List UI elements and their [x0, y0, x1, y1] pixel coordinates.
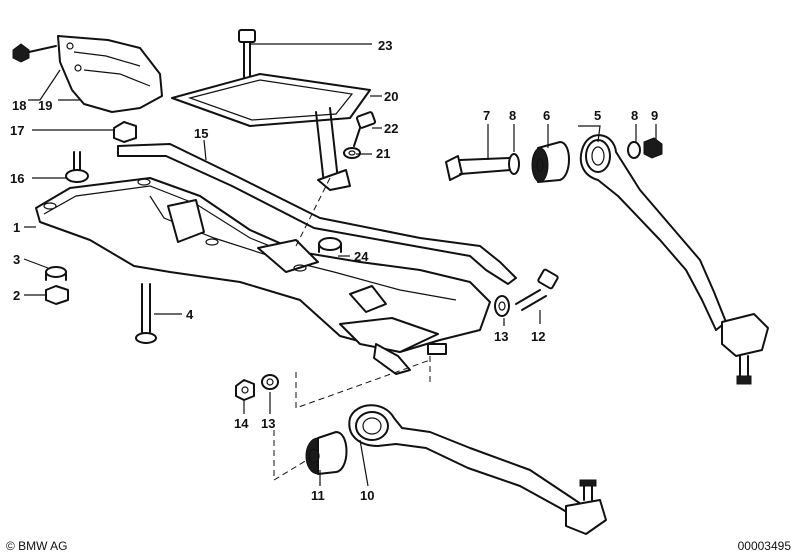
- brace-15: [117, 143, 517, 285]
- label-17: 17: [10, 123, 24, 138]
- assembly-line: [295, 177, 331, 247]
- washer-8a: [508, 153, 520, 175]
- label-11: 11: [311, 488, 325, 503]
- label-16: 16: [10, 171, 24, 186]
- label-10: 10: [360, 488, 374, 503]
- washer-13a: [494, 295, 510, 317]
- label-13b: 13: [261, 416, 275, 431]
- label-24: 24: [354, 249, 369, 264]
- nut-14: [235, 379, 255, 401]
- nut-17: [113, 121, 137, 143]
- cap-24: [318, 237, 342, 253]
- label-3: 3: [13, 252, 20, 267]
- label-14: 14: [234, 416, 249, 431]
- label-9: 9: [651, 108, 658, 123]
- label-21: 21: [376, 146, 390, 161]
- label-23: 23: [378, 38, 392, 53]
- washer-21: [343, 147, 361, 159]
- callout-labels: 18 19 23 20 22 21 17 15 16 1 3 2 4 24 13…: [10, 38, 658, 503]
- label-12: 12: [531, 329, 545, 344]
- bushing-6: [531, 141, 570, 183]
- label-8b: 8: [631, 108, 638, 123]
- crossmember-1: [35, 177, 491, 375]
- label-18: 18: [12, 98, 26, 113]
- label-7: 7: [483, 108, 490, 123]
- leader-lines: [23, 43, 657, 487]
- document-number: 00003495: [737, 539, 791, 553]
- bolt-22: [353, 111, 377, 147]
- label-1: 1: [13, 220, 20, 235]
- bolt-16: [65, 151, 89, 183]
- heat-shield-part: [57, 35, 163, 113]
- bolt-12: [515, 268, 559, 311]
- washer-3: [45, 266, 67, 281]
- bolt-4: [135, 283, 157, 344]
- control-arm-lower-10: [348, 404, 607, 535]
- bushing-11: [305, 431, 348, 475]
- control-arm-upper-5: [579, 134, 769, 385]
- label-20: 20: [384, 89, 398, 104]
- nut-2: [45, 285, 69, 305]
- label-22: 22: [384, 121, 398, 136]
- bolt-18: [12, 43, 57, 63]
- washer-13b: [261, 374, 279, 390]
- mounting-plate-20: [171, 73, 371, 191]
- label-15: 15: [194, 126, 208, 141]
- label-2: 2: [13, 288, 20, 303]
- copyright-text: © BMW AG: [6, 539, 68, 553]
- label-13a: 13: [494, 329, 508, 344]
- label-4: 4: [186, 307, 194, 322]
- bolt-7: [445, 155, 511, 181]
- assembly-line: [295, 359, 431, 409]
- label-6: 6: [543, 108, 550, 123]
- label-19: 19: [38, 98, 52, 113]
- washer-8b: [627, 141, 641, 159]
- label-8a: 8: [509, 108, 516, 123]
- nut-9: [643, 137, 663, 159]
- label-5: 5: [594, 108, 601, 123]
